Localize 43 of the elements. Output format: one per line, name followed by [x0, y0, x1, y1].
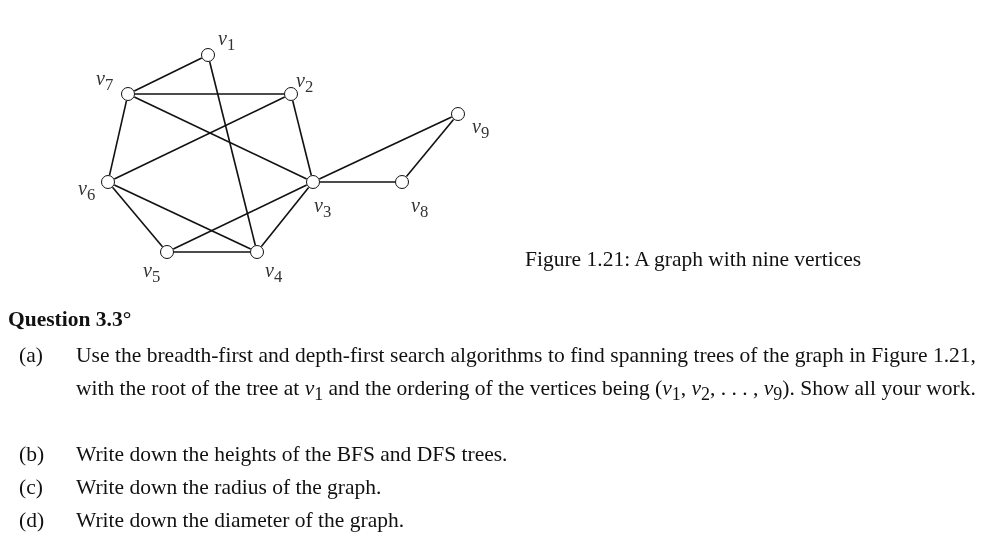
question-text: Write down the radius of the graph.	[76, 474, 382, 501]
edge-line	[108, 100, 128, 176]
vertex-label: v$_{5}$	[143, 260, 161, 286]
edge-line	[133, 57, 203, 92]
vertex-circle	[250, 245, 264, 259]
vertex-label: v$_{4}$	[265, 260, 283, 286]
edge-line	[133, 96, 308, 180]
question-heading: Question 3.3°	[8, 306, 132, 333]
edge-line	[134, 93, 285, 95]
edge-line	[291, 100, 313, 176]
edge-line	[111, 186, 164, 248]
vertex-circle	[284, 87, 298, 101]
edge-line	[260, 186, 310, 248]
edge-line	[113, 96, 286, 180]
vertex-circle	[160, 245, 174, 259]
edge-line	[318, 116, 453, 180]
edge-line	[208, 61, 257, 246]
figure-caption: Figure 1.21: A graph with nine vertices	[525, 246, 862, 273]
edge-line	[172, 184, 308, 250]
vertex-circle	[101, 175, 115, 189]
item-marker: (b)	[19, 441, 45, 468]
question-text: Use the breadth-first and depth-first search algorithms to find spanning trees of the graph in Figure 1.21, with the root of the tree at v$_{1}$ and the ordering of the vertices being (v$_{1}$, v$_{2}$, . . . , v$_{9}$). Show all your work.	[76, 342, 976, 407]
edge-line	[405, 118, 455, 178]
item-marker: (c)	[19, 474, 43, 501]
vertex-label: v$_{6}$	[78, 178, 96, 204]
vertex-circle	[306, 175, 320, 189]
vertex-circle	[395, 175, 409, 189]
edge-line	[173, 251, 251, 253]
vertex-label: v$_{3}$	[314, 195, 332, 221]
item-marker: (a)	[19, 342, 43, 369]
edge-line	[113, 184, 252, 250]
question-text: Write down the diameter of the graph.	[76, 507, 405, 534]
vertex-label: v$_{9}$	[472, 116, 490, 142]
vertex-label: v$_{2}$	[296, 70, 314, 96]
vertex-label: v$_{1}$	[218, 28, 236, 54]
vertex-label: v$_{8}$	[411, 195, 429, 221]
edge-line	[319, 181, 396, 183]
question-text: Write down the heights of the BFS and DFS trees.	[76, 441, 508, 468]
item-marker: (d)	[19, 507, 45, 534]
vertex-circle	[121, 87, 135, 101]
vertex-circle	[451, 107, 465, 121]
vertex-circle	[201, 48, 215, 62]
vertex-label: v$_{7}$	[96, 68, 114, 94]
